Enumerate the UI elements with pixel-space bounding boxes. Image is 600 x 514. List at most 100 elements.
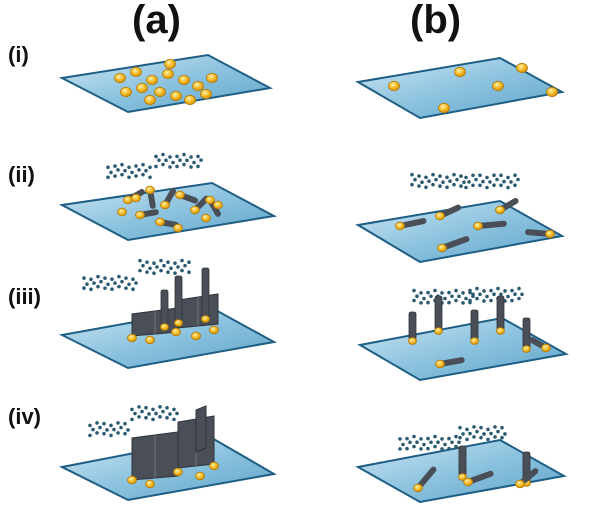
precursor-cloud-b-iv-right	[496, 429, 500, 434]
precursor-cloud-a-ii-right	[175, 164, 179, 169]
precursor-cloud-b-iv-left	[436, 440, 440, 445]
short-nanostructure-a-ii-0-particle	[123, 195, 133, 205]
precursor-cloud-a-ii-left	[109, 170, 113, 175]
precursor-cloud-b-ii-right	[488, 180, 492, 184]
precursor-cloud-b-iv-left	[398, 447, 402, 451]
catalyst-particle-a-iii-1	[145, 335, 155, 345]
precursor-cloud-b-iii-right	[489, 288, 493, 293]
precursor-cloud-a-iv-right	[151, 417, 155, 422]
precursor-cloud-a-ii-left	[137, 168, 141, 172]
precursor-cloud-a-iv-right	[154, 411, 158, 416]
precursor-cloud-b-iii-left	[443, 296, 447, 301]
precursor-cloud-b-ii-right	[499, 173, 503, 178]
precursor-cloud-a-ii-left	[134, 174, 138, 178]
precursor-cloud-b-ii-right	[474, 177, 478, 182]
precursor-cloud-b-iii-left	[457, 294, 461, 299]
precursor-cloud-a-iv-right	[172, 407, 176, 412]
precursor-cloud-a-iv-left	[88, 433, 92, 438]
short-nanostructure-b-iii-1-particle	[541, 343, 551, 353]
catalyst-particle-a-ii-4	[131, 193, 141, 203]
precursor-cloud-a-iv-left	[95, 421, 99, 425]
substrate-b-iii	[357, 316, 569, 382]
precursor-cloud-b-iii-right	[492, 292, 496, 297]
precursor-cloud-a-iii-right	[166, 260, 170, 265]
nanowall-a-iv-spike	[195, 405, 207, 453]
nanopillar-b-iii-4-tip-particle	[522, 345, 531, 353]
precursor-cloud-a-iii-right	[187, 270, 191, 275]
precursor-cloud-a-iv-right	[161, 409, 165, 414]
precursor-cloud-b-iv-left	[412, 444, 416, 449]
precursor-cloud-b-iii-right	[520, 292, 524, 297]
precursor-cloud-b-iv-left	[447, 436, 451, 441]
precursor-cloud-b-iii-left	[454, 298, 458, 303]
precursor-cloud-b-ii-right	[478, 183, 482, 188]
precursor-cloud-b-iv-left	[419, 447, 423, 451]
precursor-cloud-a-iv-left	[102, 421, 106, 426]
nanopillar-b-iii-3-tip-particle	[496, 327, 505, 335]
precursor-cloud-b-iii-right	[510, 288, 514, 293]
precursor-cloud-b-ii-right	[464, 185, 468, 190]
precursor-cloud-b-iv-right	[458, 425, 462, 430]
precursor-cloud-a-iv-right	[137, 415, 141, 419]
precursor-cloud-b-ii-left	[417, 174, 421, 178]
precursor-cloud-b-iv-right	[472, 425, 476, 429]
short-nanostructure-a-ii-3-particle	[175, 190, 185, 200]
precursor-cloud-b-iii-left	[415, 294, 419, 298]
precursor-cloud-b-iii-right	[468, 298, 472, 303]
short-nanostructure-a-ii-6-particle	[205, 195, 215, 205]
precursor-cloud-b-iii-left	[454, 288, 458, 293]
precursor-cloud-b-iv-left	[454, 444, 458, 449]
precursor-cloud-b-iii-left	[447, 300, 451, 305]
short-nanostructure-b-iii-0-particle	[435, 359, 445, 369]
precursor-cloud-a-iv-right	[175, 411, 179, 416]
precursor-cloud-a-ii-right	[171, 160, 175, 165]
catalyst-particle-a-ii-3	[173, 223, 183, 233]
precursor-cloud-b-ii-right	[506, 185, 510, 190]
precursor-cloud-a-iv-right	[140, 409, 144, 414]
precursor-cloud-a-iii-left	[103, 276, 107, 280]
precursor-cloud-a-ii-left	[113, 164, 117, 168]
precursor-cloud-b-iii-right	[499, 292, 503, 297]
precursor-cloud-a-iv-right	[144, 405, 148, 410]
short-nanostructure-a-ii-5-particle	[190, 205, 200, 215]
nanopillar-b-iii-1	[434, 295, 443, 331]
precursor-cloud-a-ii-right	[182, 152, 186, 157]
catalyst-particle-a-i-13	[206, 72, 218, 84]
catalyst-particle-a-i-11	[144, 94, 156, 106]
precursor-cloud-a-ii-right	[157, 158, 161, 162]
precursor-cloud-a-iii-left	[113, 281, 117, 285]
precursor-cloud-b-iii-right	[503, 289, 507, 293]
precursor-cloud-a-iii-right	[180, 258, 184, 263]
precursor-cloud-a-iv-right	[130, 417, 134, 422]
precursor-cloud-b-iv-right	[500, 435, 504, 440]
catalyst-particle-b-i-5	[546, 86, 558, 98]
catalyst-particle-a-iv-0	[127, 475, 137, 485]
precursor-cloud-b-iii-left	[447, 290, 451, 295]
precursor-cloud-a-iii-left	[89, 287, 93, 292]
precursor-cloud-b-iv-left	[422, 442, 426, 447]
precursor-cloud-b-iv-left	[457, 440, 461, 445]
catalyst-particle-a-iii-0	[127, 333, 137, 343]
precursor-cloud-b-iii-left	[429, 294, 433, 299]
precursor-cloud-a-iv-right	[158, 405, 162, 409]
column-label-b: (b)	[410, 0, 462, 42]
precursor-cloud-b-iv-right	[468, 431, 472, 436]
precursor-cloud-a-ii-left	[120, 172, 124, 177]
precursor-cloud-a-iii-right	[183, 263, 187, 268]
precursor-cloud-b-ii-left	[417, 184, 421, 188]
precursor-cloud-b-iv-left	[433, 434, 437, 439]
precursor-cloud-b-iii-left	[440, 291, 444, 295]
precursor-cloud-b-iii-right	[478, 292, 482, 297]
precursor-cloud-a-iv-left	[126, 428, 130, 432]
precursor-cloud-b-iv-left	[408, 440, 412, 445]
precursor-cloud-a-iv-left	[123, 421, 127, 426]
precursor-cloud-a-ii-left	[106, 175, 110, 180]
precursor-cloud-b-iv-left	[405, 446, 409, 451]
precursor-cloud-b-iv-left	[419, 437, 423, 441]
precursor-cloud-a-iii-right	[169, 266, 173, 271]
precursor-cloud-b-iv-left	[440, 447, 444, 451]
precursor-cloud-a-iii-left	[117, 284, 121, 289]
catalyst-particle-a-i-0	[114, 72, 126, 84]
precursor-cloud-a-ii-right	[196, 154, 200, 159]
precursor-cloud-b-ii-right	[485, 185, 489, 190]
